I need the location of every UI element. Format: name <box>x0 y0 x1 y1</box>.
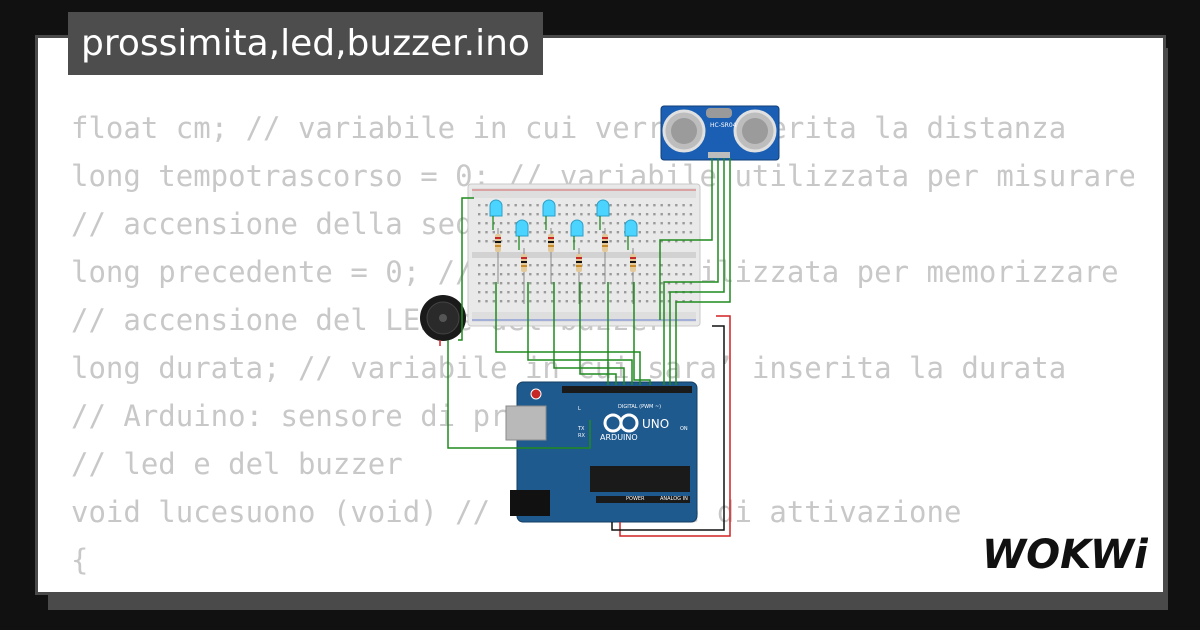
code-line: // led e del buzzer <box>71 447 403 481</box>
led-icon <box>570 219 584 250</box>
resistor <box>576 248 582 304</box>
breadboard <box>467 183 701 327</box>
analog-label: ANALOG IN <box>660 496 688 502</box>
led-icon <box>542 199 556 230</box>
board-model: UNO <box>642 417 669 431</box>
project-title: prossimita,led,buzzer.ino <box>68 12 543 75</box>
ultrasonic-sensor: HC-SR04 <box>660 105 780 161</box>
digital-label: DIGITAL (PWM ~) <box>618 404 661 410</box>
power-label: POWER <box>626 496 645 502</box>
reset-button <box>530 388 542 400</box>
code-line: { <box>71 543 89 577</box>
tx-label: TX <box>577 426 585 432</box>
arduino-logo-text: ARDUINO <box>600 433 638 442</box>
resistor <box>495 228 501 284</box>
infinity-icon <box>603 413 639 433</box>
wokwi-logo: WOKWi <box>982 532 1148 578</box>
code-line: tempotrascorso = millis(); // memorizza … <box>71 584 1134 592</box>
power-jack <box>510 490 550 516</box>
resistor <box>548 228 554 284</box>
led-array <box>489 199 638 304</box>
led-icon <box>624 219 638 250</box>
wires <box>439 158 731 537</box>
on-label: ON <box>680 426 688 432</box>
led-icon <box>515 219 529 250</box>
rx-label: RX <box>578 433 585 439</box>
led-icon <box>489 199 503 230</box>
resistor <box>602 228 608 284</box>
arduino-uno-board: ARDUINO UNO DIGITAL (PWM ~) POWER ANALOG… <box>505 381 698 523</box>
sensor-label: HC-SR04 <box>710 122 737 129</box>
led-icon <box>596 199 610 230</box>
resistor <box>630 248 636 304</box>
buzzer-icon <box>420 295 466 341</box>
usb-port <box>505 405 547 441</box>
microcontroller-chip <box>590 466 690 492</box>
wokwi-logo-text: WOKWi <box>982 532 1148 578</box>
code-line: void lucesuono (void) // *** routine di … <box>71 495 962 529</box>
resistor <box>521 248 527 304</box>
l-label: L <box>578 406 581 412</box>
